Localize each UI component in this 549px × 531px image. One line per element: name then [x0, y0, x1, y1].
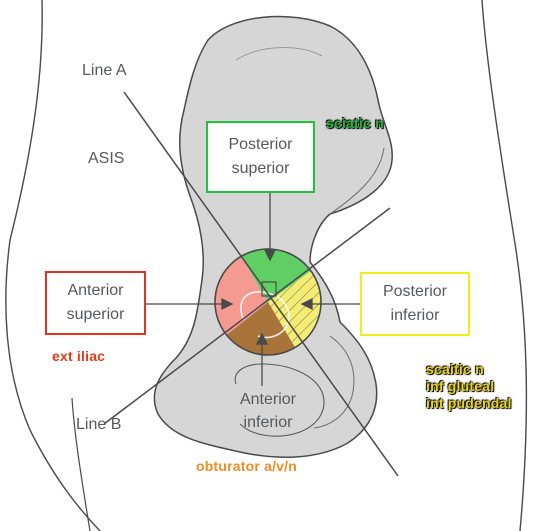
acetabulum-rim [214, 248, 322, 356]
annotation-obturator: obturator a/v/n [196, 458, 298, 474]
asis-label: ASIS [88, 150, 125, 167]
annotation-ext-iliac: ext iliac [52, 348, 106, 364]
annotation-inf-gluteal: inf gluteal [426, 378, 495, 394]
posterior-superior-box: Posterior superior [206, 121, 315, 193]
line-a [123, 91, 399, 477]
posterior-inferior-line2: inferior [390, 307, 440, 324]
posterior-superior-line2: superior [231, 160, 290, 177]
annotation-int-pudendal: int pudendal [426, 395, 512, 411]
line-b-label: Line B [76, 416, 122, 433]
anterior-superior-box: Anterior superior [45, 271, 146, 335]
line-b [103, 207, 391, 425]
posterior-superior-line1: Posterior [228, 136, 293, 153]
posterior-inferior-line1: Posterior [382, 283, 448, 300]
annotation-posterior-inferior: scaitic n inf gluteal int pudendal [426, 361, 512, 412]
anterior-superior-line2: superior [66, 306, 125, 323]
annotation-sciatic-n: sciatic n [326, 115, 384, 131]
thigh-line [71, 397, 91, 531]
anterior-inferior-label: Anterior inferior [232, 388, 304, 434]
body-outline-right [481, 0, 528, 531]
annotation-scaitic-n: scaitic n [426, 361, 484, 377]
body-outline-left [5, 0, 101, 531]
anterior-inferior-line2: inferior [243, 414, 293, 431]
posterior-inferior-box: Posterior inferior [360, 272, 470, 336]
anterior-inferior-line1: Anterior [239, 391, 297, 408]
anterior-superior-line1: Anterior [67, 282, 124, 299]
line-a-label: Line A [82, 62, 127, 79]
